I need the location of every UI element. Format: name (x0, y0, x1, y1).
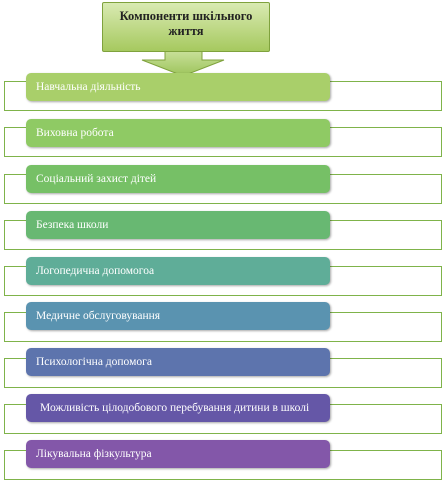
item-label-5: Логопедична допомогоа (36, 265, 155, 277)
item-bar-5: Логопедична допомогоа (26, 257, 330, 285)
item-bar-1: Навчальна діяльність (26, 73, 330, 101)
item-label-3: Соціальний захист дітей (36, 173, 157, 185)
item-bar-9: Лікувальна фізкультура (26, 440, 330, 468)
header-title: Компоненти шкільного життя (103, 9, 269, 39)
item-label-1: Навчальна діяльність (36, 81, 141, 93)
item-label-8: Можливість цілодобового перебування дити… (40, 402, 310, 414)
item-bar-7: Психологічна допомога (26, 348, 330, 376)
header-box: Компоненти шкільного життя (102, 2, 270, 52)
header-title-line2: життя (168, 24, 204, 38)
header-title-line1: Компоненти шкільного (119, 9, 253, 23)
item-bar-6: Медичне обслуговування (26, 302, 330, 330)
item-bar-2: Виховна робота (26, 119, 330, 147)
item-label-7: Психологічна допомога (36, 356, 152, 368)
item-label-2: Виховна робота (36, 127, 114, 139)
item-label-4: Безпека школи (36, 219, 109, 231)
item-label-6: Медичне обслуговування (36, 310, 161, 322)
item-bar-3: Соціальний захист дітей (26, 165, 330, 193)
item-bar-8: Можливість цілодобового перебування дити… (26, 394, 330, 422)
item-label-9: Лікувальна фізкультура (36, 448, 152, 460)
item-bar-4: Безпека школи (26, 211, 330, 239)
